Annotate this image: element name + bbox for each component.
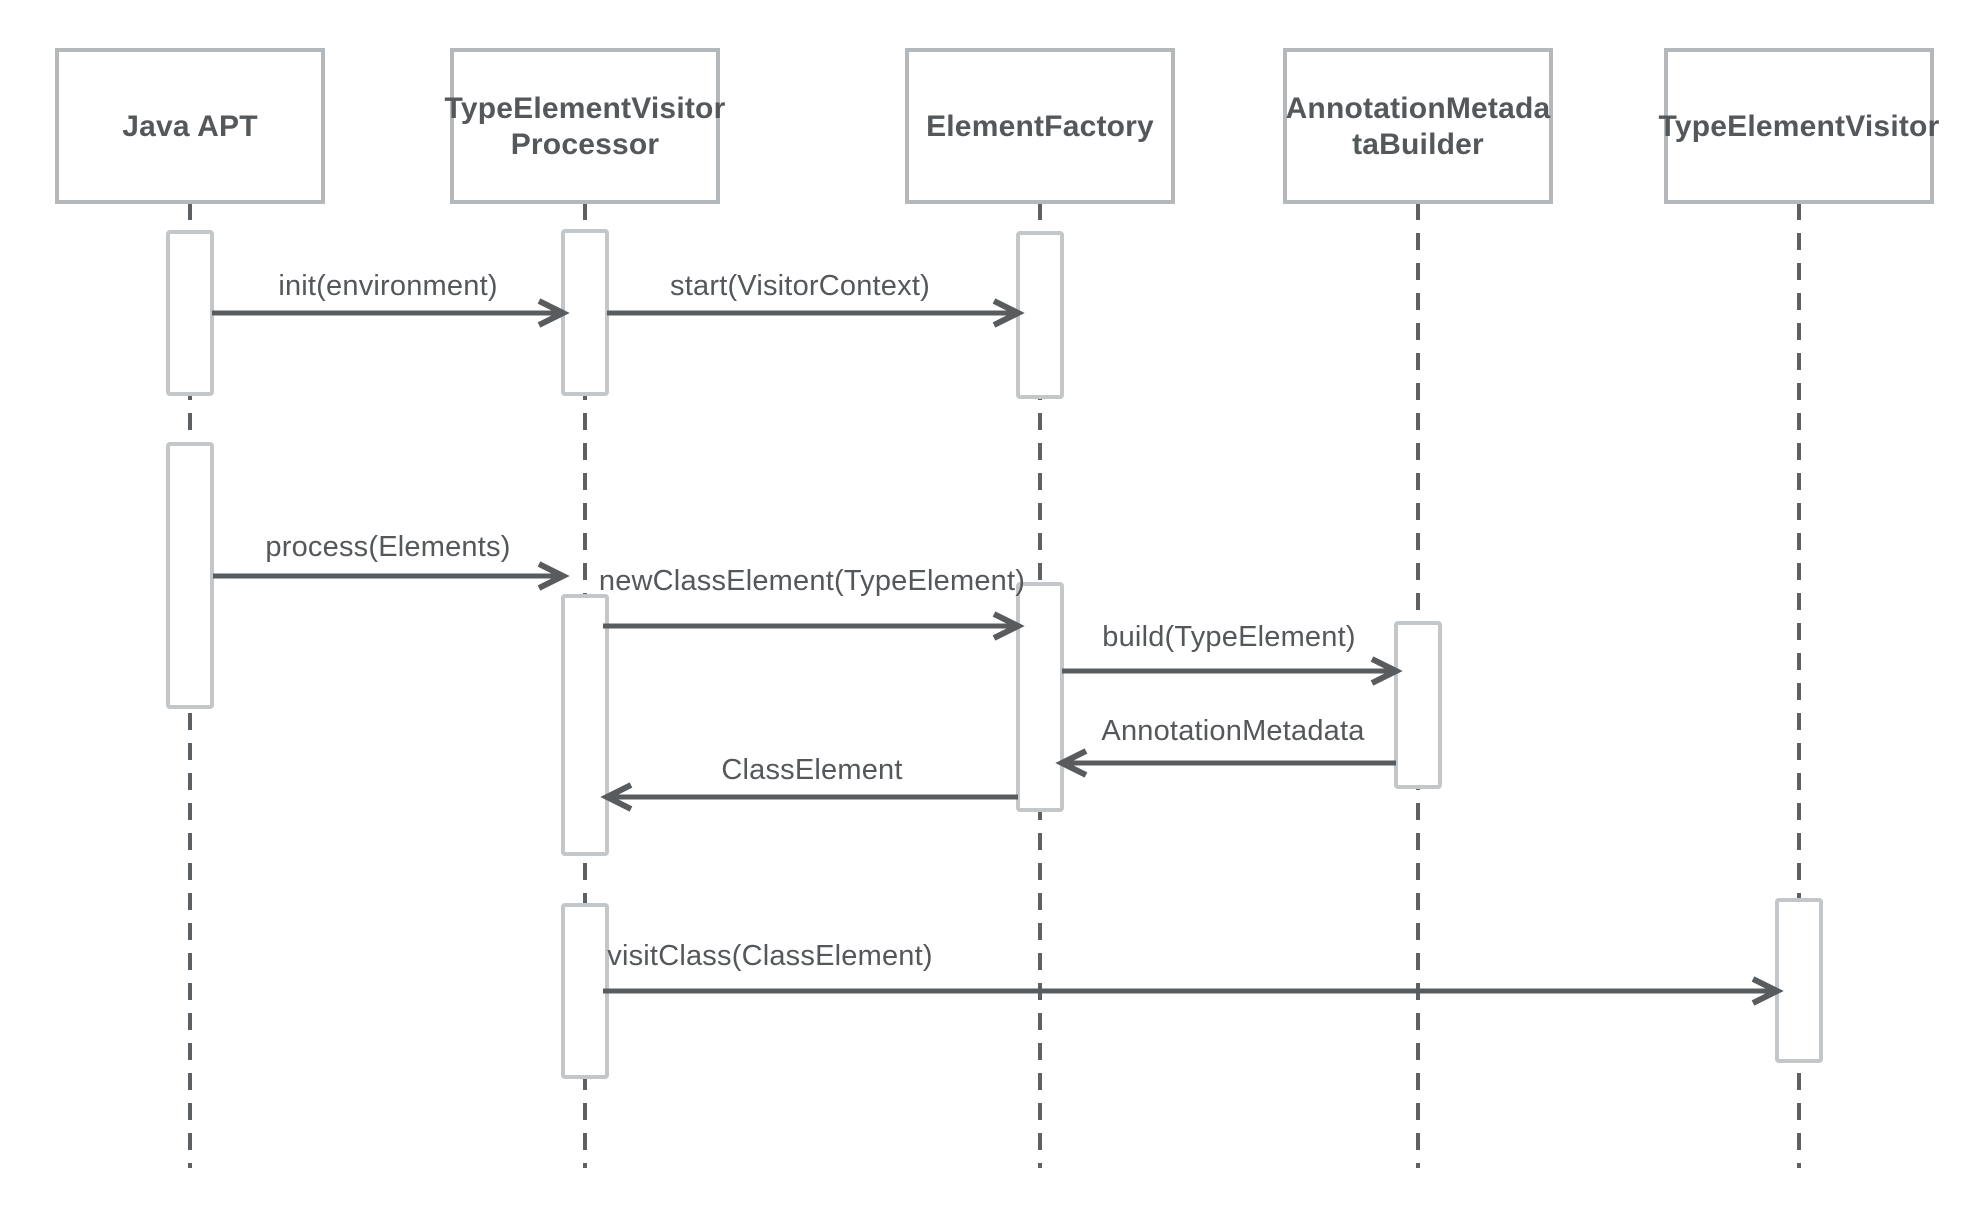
participant-box-annotation-metadata-builder [1283,48,1553,204]
activation-bar-java-apt-2 [166,442,214,709]
participant-label-java-apt: Java APT [122,110,258,143]
activation-bar-type-element-visitor-processor-3 [561,903,609,1079]
message-label-classelement: ClassElement [721,754,902,786]
message-label-start-visitorcontext: start(VisitorContext) [670,270,930,302]
message-label-build-typeelement: build(TypeElement) [1102,621,1355,653]
participant-label-type-element-visitor-processor-line2: Processor [511,128,660,161]
message-label-process-elements: process(Elements) [265,531,510,563]
participant-label-annotation-metadata-builder-line1: AnnotationMetada [1286,92,1551,125]
participant-label-annotation-metadata-builder-line2: taBuilder [1352,128,1484,161]
message-label-newclasselement-typeelement: newClassElement(TypeElement) [599,565,1025,597]
message-label-annotationmetadata: AnnotationMetadata [1101,715,1365,747]
activation-bar-type-element-visitor-processor-2 [561,594,609,856]
message-label-init-environment: init(environment) [278,270,497,302]
participant-box-java-apt [55,48,325,204]
activation-bar-java-apt-1 [166,230,214,396]
activation-bar-element-factory-1 [1016,231,1064,399]
participant-box-type-element-visitor [1664,48,1934,204]
activation-bar-element-factory-2 [1016,582,1064,812]
participant-box-element-factory [905,48,1175,204]
activation-bar-annotation-metadata-builder-1 [1394,621,1442,789]
activation-bar-type-element-visitor-1 [1775,898,1823,1063]
participant-label-element-factory: ElementFactory [926,110,1154,143]
participant-box-type-element-visitor-processor [450,48,720,204]
message-label-visitclass-classelement: visitClass(ClassElement) [607,940,932,972]
participant-label-type-element-visitor-processor-line1: TypeElementVisitor [445,92,726,125]
activation-bar-type-element-visitor-processor-1 [561,229,609,396]
participant-label-type-element-visitor: TypeElementVisitor [1659,110,1940,143]
